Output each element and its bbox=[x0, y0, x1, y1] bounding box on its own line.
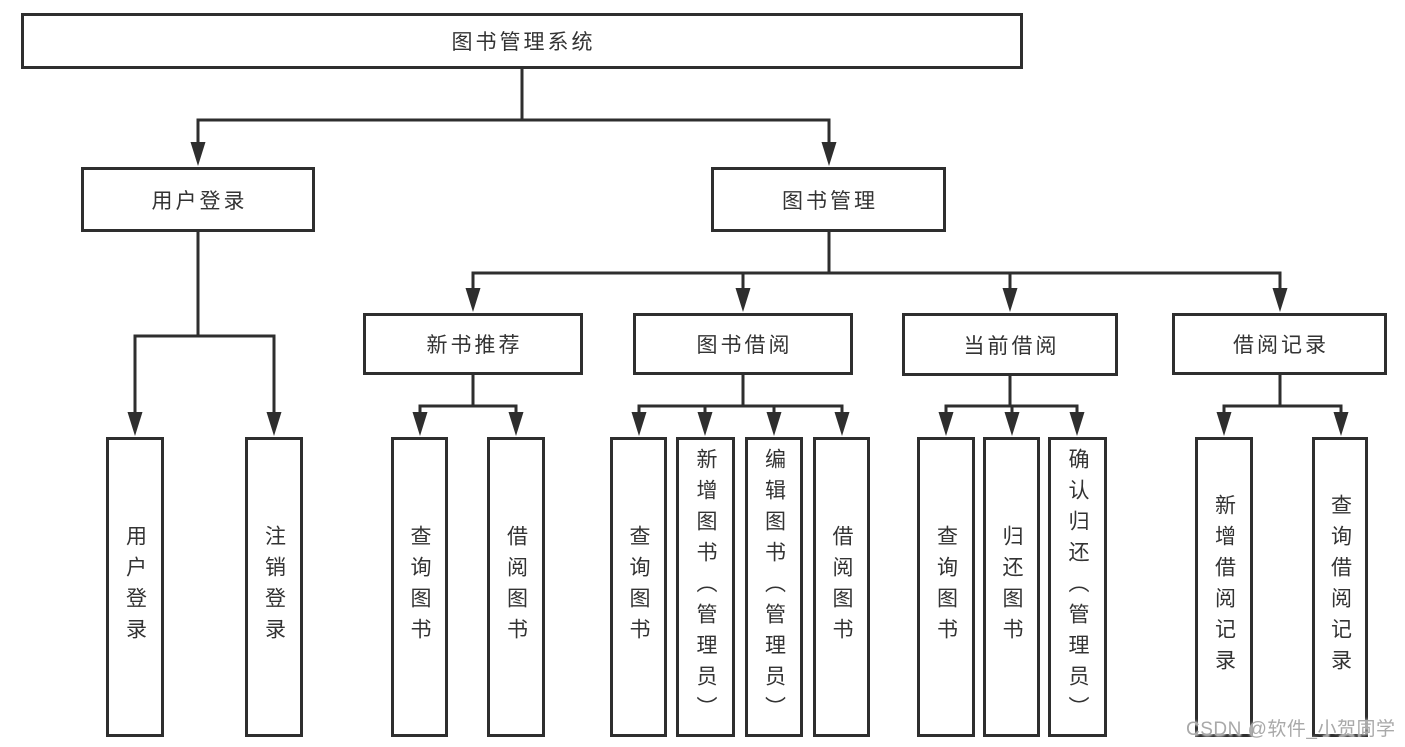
leaf-edit-book-admin: 编辑图书（管理员） bbox=[745, 437, 803, 737]
node-borrowing-records: 借阅记录 bbox=[1172, 313, 1387, 375]
connector-book-mgmt-stubs bbox=[741, 273, 1012, 289]
node-new-book-recommendation: 新书推荐 bbox=[363, 313, 583, 375]
leaf-recommend-borrow-book: 借阅图书 bbox=[487, 437, 545, 737]
leaf-add-book-admin-label: 新增图书（管理员） bbox=[694, 447, 717, 727]
leaf-borrowing-borrow-book-label: 借阅图书 bbox=[830, 525, 853, 649]
node-borrowing-records-label: 借阅记录 bbox=[1233, 334, 1329, 357]
leaf-query-borrow-record-label: 查询借阅记录 bbox=[1328, 494, 1352, 680]
connector-records-rail bbox=[1222, 404, 1343, 413]
connector-current-rail bbox=[944, 404, 1079, 413]
leaf-user-login: 用户登录 bbox=[106, 437, 164, 737]
connector-book-mgmt-rail bbox=[471, 271, 1282, 289]
leaf-recommend-borrow-book-label: 借阅图书 bbox=[504, 525, 528, 649]
node-root: 图书管理系统 bbox=[21, 13, 1023, 69]
leaf-logout: 注销登录 bbox=[245, 437, 303, 737]
connector-newbook-rail bbox=[418, 404, 518, 413]
leaf-borrowing-borrow-book: 借阅图书 bbox=[813, 437, 870, 737]
leaf-user-login-label: 用户登录 bbox=[123, 525, 147, 649]
node-new-book-recommendation-label: 新书推荐 bbox=[426, 334, 523, 357]
leaf-confirm-return-admin: 确认归还（管理员） bbox=[1048, 437, 1107, 737]
csdn-watermark: CSDN @软件_小贺同学 bbox=[1186, 719, 1396, 740]
connector-root-rail bbox=[196, 118, 831, 143]
leaf-borrowing-query-book: 查询图书 bbox=[610, 437, 667, 737]
leaf-add-book-admin: 新增图书（管理员） bbox=[676, 437, 735, 737]
node-book-management-label: 图书管理 bbox=[782, 189, 878, 213]
leaf-return-book-label: 归还图书 bbox=[1000, 525, 1023, 649]
node-book-borrowing: 图书借阅 bbox=[633, 313, 853, 375]
leaf-return-book: 归还图书 bbox=[983, 437, 1040, 737]
connector-user-login-rail bbox=[133, 334, 276, 413]
connector-borrowing-rail bbox=[637, 404, 844, 413]
leaf-confirm-return-admin-label: 确认归还（管理员） bbox=[1066, 447, 1089, 727]
leaf-edit-book-admin-label: 编辑图书（管理员） bbox=[762, 447, 786, 727]
node-current-borrowing-label: 当前借阅 bbox=[963, 334, 1060, 358]
leaf-current-query-book-label: 查询图书 bbox=[934, 525, 958, 649]
node-current-borrowing: 当前借阅 bbox=[902, 313, 1118, 376]
node-user-login-label: 用户登录 bbox=[151, 189, 248, 213]
leaf-current-query-book: 查询图书 bbox=[917, 437, 975, 737]
leaf-logout-label: 注销登录 bbox=[262, 525, 286, 649]
leaf-borrowing-query-book-label: 查询图书 bbox=[627, 525, 650, 649]
node-root-label: 图书管理系统 bbox=[451, 31, 596, 54]
leaf-recommend-query-book-label: 查询图书 bbox=[408, 525, 431, 649]
leaf-recommend-query-book: 查询图书 bbox=[391, 437, 448, 737]
leaf-add-borrow-record: 新增借阅记录 bbox=[1195, 437, 1253, 737]
node-book-management: 图书管理 bbox=[711, 167, 946, 232]
node-user-login: 用户登录 bbox=[81, 167, 315, 232]
connector-borrowing-stubs bbox=[703, 406, 776, 413]
leaf-add-borrow-record-label: 新增借阅记录 bbox=[1212, 494, 1236, 680]
leaf-query-borrow-record: 查询借阅记录 bbox=[1312, 437, 1368, 737]
node-book-borrowing-label: 图书借阅 bbox=[696, 334, 793, 357]
